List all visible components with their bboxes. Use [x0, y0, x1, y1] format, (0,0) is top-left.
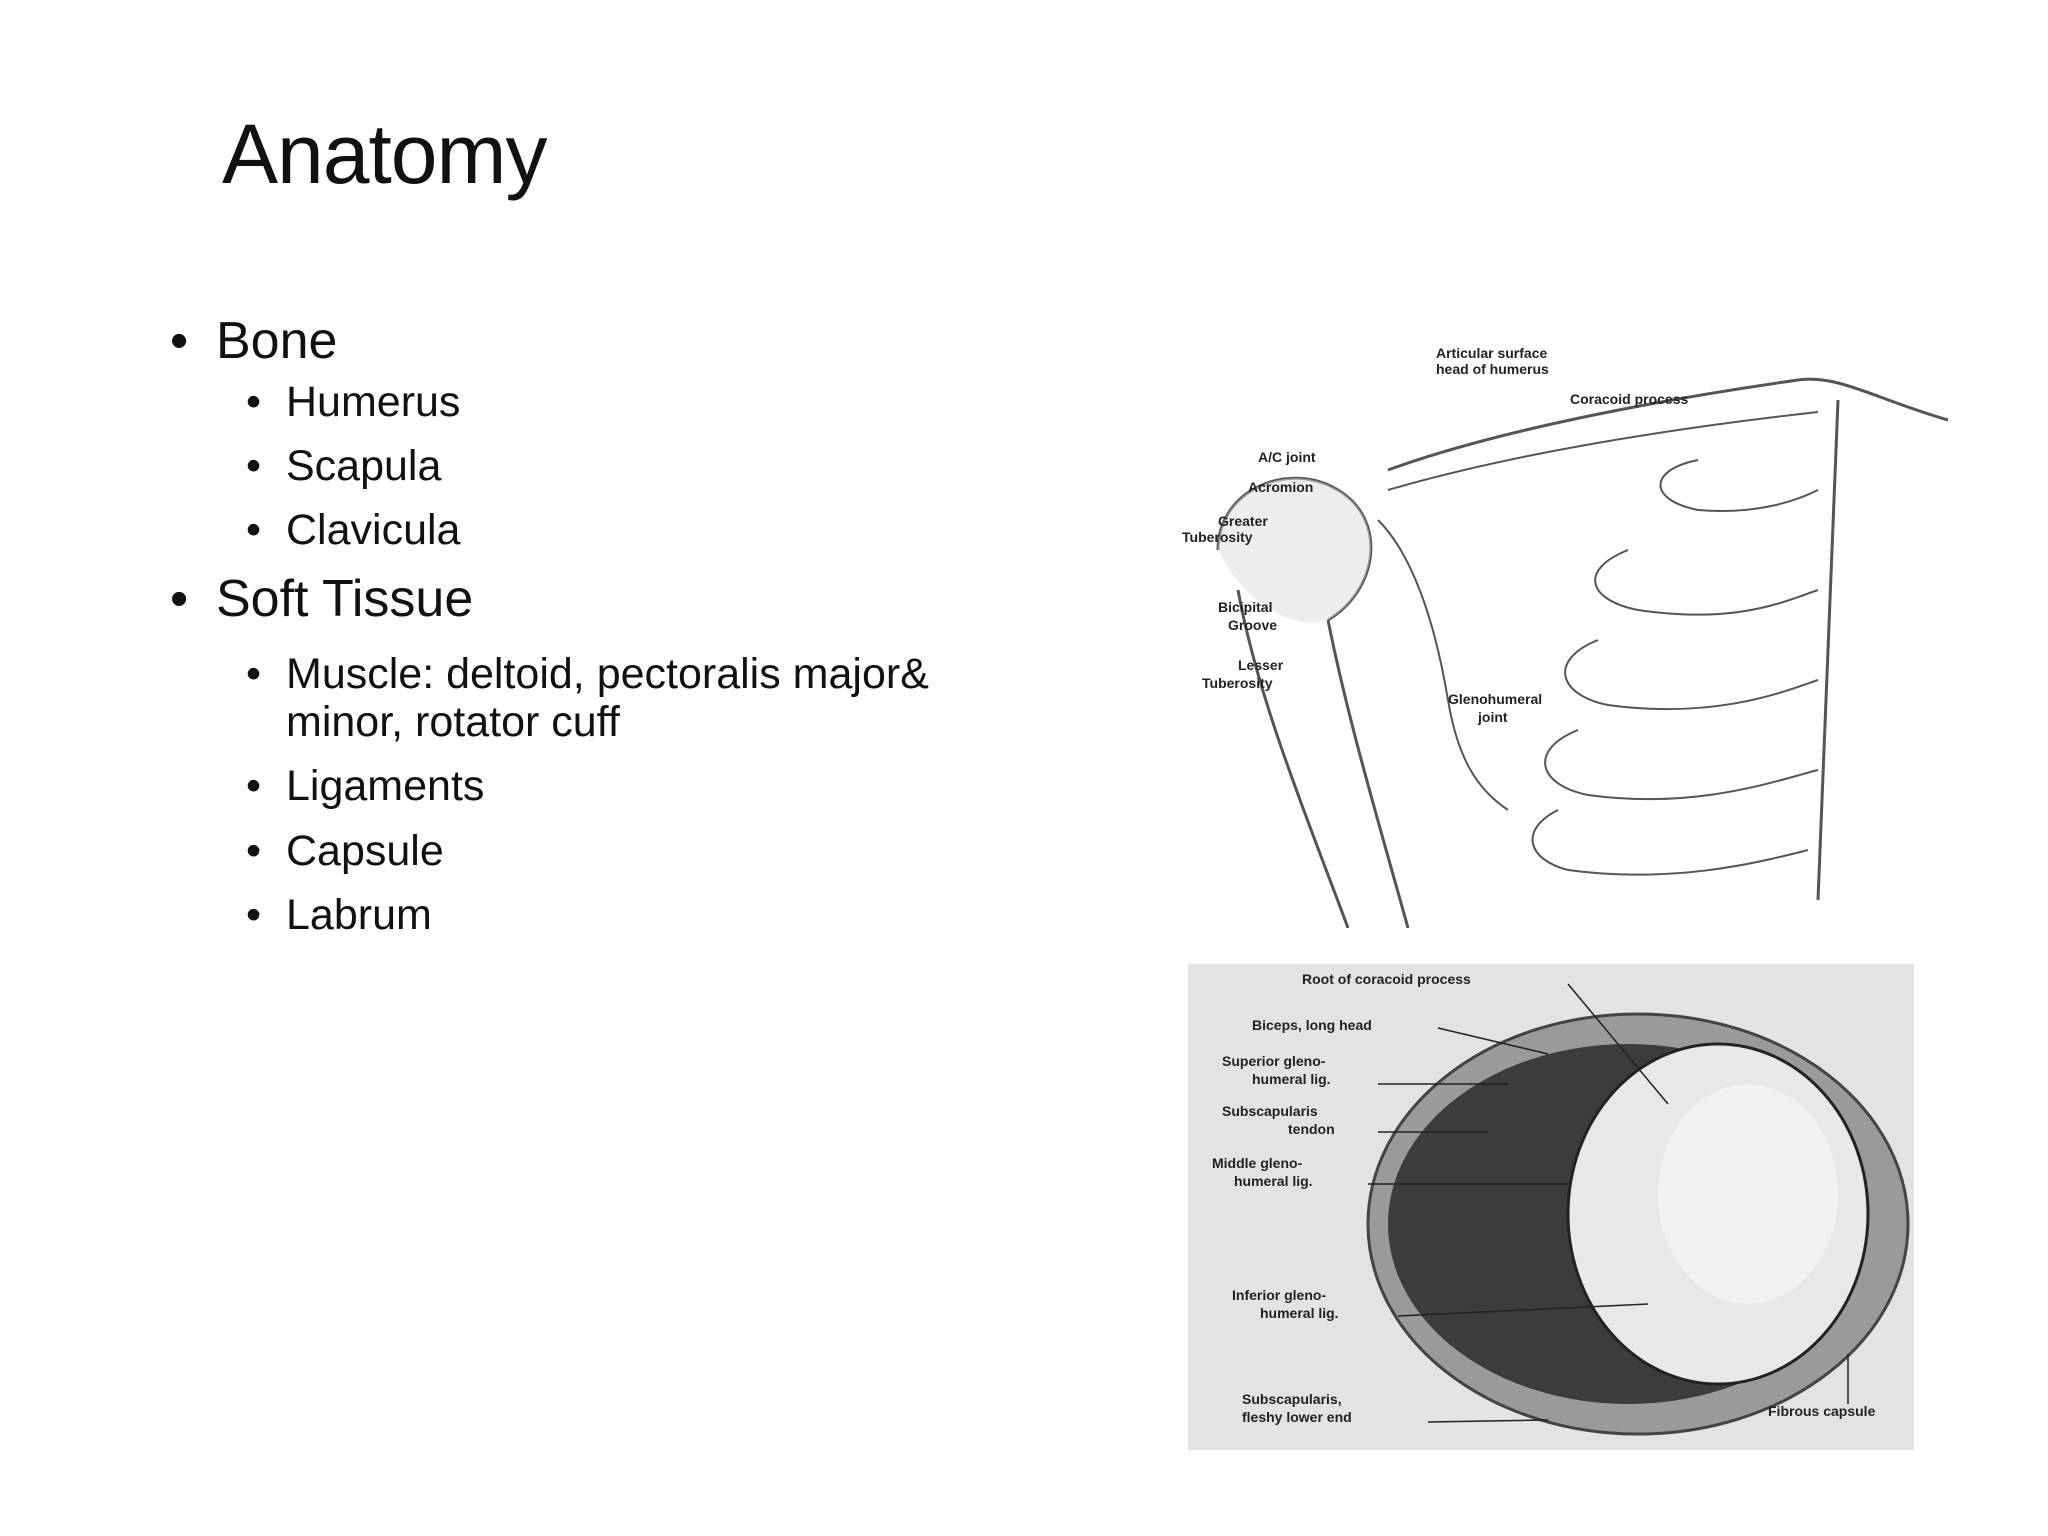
- label-bicipital-2: Groove: [1228, 617, 1277, 633]
- label-subscap-2: tendon: [1288, 1121, 1335, 1137]
- bullet-list: Bone Humerus Scapula Clavicula Soft Tiss…: [170, 312, 1070, 955]
- bullet-scapula: Scapula: [246, 442, 1070, 490]
- bullet-ligaments: Ligaments: [246, 762, 1070, 810]
- scapula-shape: [1377, 519, 1509, 811]
- label-gleno: Glenohumeral: [1448, 691, 1542, 707]
- label-articular: Articular surface: [1436, 345, 1547, 361]
- label-acromion: Acromion: [1248, 479, 1313, 495]
- label-subscap: Subscapularis: [1222, 1103, 1318, 1119]
- rib-4: [1544, 729, 1819, 801]
- label-bicipital: Bicipital: [1218, 599, 1272, 615]
- bullet-bone: Bone: [170, 312, 1070, 372]
- rib-2: [1594, 549, 1819, 616]
- label-superior-2: humeral lig.: [1252, 1071, 1331, 1087]
- label-articular-2: head of humerus: [1436, 361, 1549, 377]
- bullet-labrum: Labrum: [246, 891, 1070, 939]
- shoulder-bone-illustration: Articular surface head of humerus Coraco…: [1182, 345, 1949, 928]
- label-subscap-lower-2: fleshy lower end: [1242, 1409, 1352, 1425]
- label-biceps: Biceps, long head: [1252, 1017, 1372, 1033]
- slide-title: Anatomy: [222, 107, 547, 201]
- bullet-capsule: Capsule: [246, 827, 1070, 875]
- label-lesser: Lesser: [1238, 657, 1284, 673]
- bullet-humerus: Humerus: [246, 378, 1070, 426]
- label-ac-joint: A/C joint: [1258, 449, 1316, 465]
- bullet-soft-tissue: Soft Tissue: [170, 570, 1070, 630]
- label-subscap-lower: Subscapularis,: [1242, 1391, 1342, 1407]
- label-middle: Middle gleno-: [1212, 1155, 1303, 1171]
- label-inferior: Inferior gleno-: [1232, 1287, 1326, 1303]
- humerus-shaft-shape: [1236, 589, 1350, 928]
- label-middle-2: humeral lig.: [1234, 1173, 1313, 1189]
- glenoid-illustration: Root of coracoid process Biceps, long he…: [1188, 964, 1914, 1450]
- label-greater: Greater: [1218, 513, 1268, 529]
- label-coracoid: Coracoid process: [1570, 391, 1688, 407]
- rib-5: [1531, 809, 1809, 876]
- label-superior: Superior gleno-: [1222, 1053, 1326, 1069]
- label-lesser-2: Tuberosity: [1202, 675, 1273, 691]
- rib-3: [1564, 639, 1819, 711]
- bullet-clavicula: Clavicula: [246, 506, 1070, 554]
- label-gleno-2: joint: [1477, 709, 1508, 725]
- label-greater-2: Tuberosity: [1182, 529, 1253, 545]
- rib-1: [1659, 459, 1819, 512]
- label-root: Root of coracoid process: [1302, 971, 1471, 987]
- label-fibrous: Fibrous capsule: [1768, 1403, 1876, 1419]
- bullet-muscle: Muscle: deltoid, pectoralis major& minor…: [246, 650, 1006, 746]
- clavicle-shape: [1387, 377, 1949, 472]
- label-inferior-2: humeral lig.: [1260, 1305, 1339, 1321]
